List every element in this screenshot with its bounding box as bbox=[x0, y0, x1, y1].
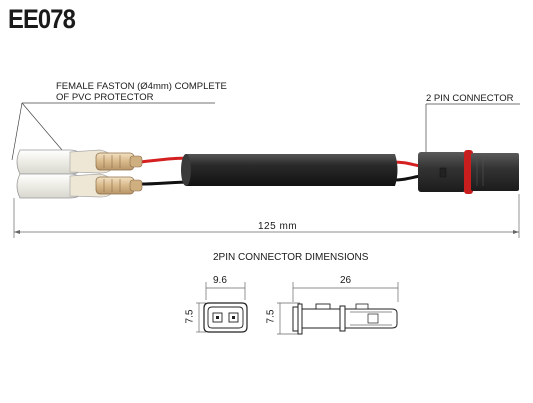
faston-leader-lines bbox=[11, 102, 215, 161]
connector-front-view bbox=[196, 282, 248, 333]
faston-label-line1: FEMALE FASTON (Ø4mm) COMPLETE bbox=[56, 81, 227, 92]
connector-leader-line bbox=[425, 103, 520, 152]
two-pin-connector bbox=[418, 150, 519, 194]
connector-side-view bbox=[277, 282, 399, 335]
product-code: EE078 bbox=[8, 4, 76, 34]
faston-top bbox=[16, 149, 143, 175]
faston-label-line2: OF PVC PROTECTOR bbox=[56, 92, 154, 103]
side-width-label: 26 bbox=[340, 275, 352, 286]
faston-bottom bbox=[16, 173, 143, 199]
cable-sheath bbox=[181, 154, 398, 186]
length-label: 125 mm bbox=[258, 221, 298, 232]
dimensions-title: 2PIN CONNECTOR DIMENSIONS bbox=[213, 252, 369, 263]
front-height-label: 7.5 bbox=[184, 309, 196, 324]
length-dimension-line bbox=[13, 194, 520, 238]
front-width-label: 9.6 bbox=[213, 275, 227, 286]
side-height-label: 7.5 bbox=[265, 309, 277, 324]
connector-label: 2 PIN CONNECTOR bbox=[426, 93, 514, 104]
